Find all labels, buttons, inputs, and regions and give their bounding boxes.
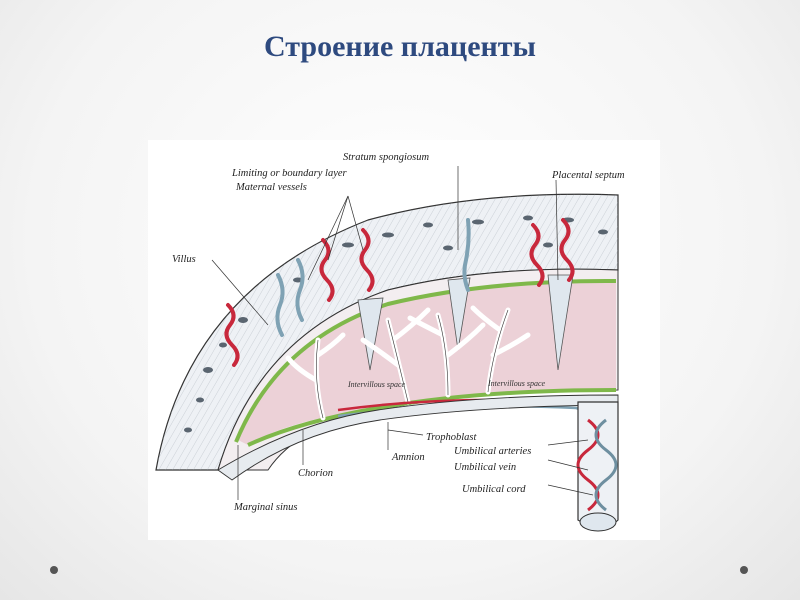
villous-outlines	[316, 309, 509, 419]
slide-title: Строение плаценты	[264, 30, 536, 63]
label-umbilical-arteries: Umbilical arteries	[454, 446, 531, 457]
maternal-veins	[275, 218, 471, 337]
label-amnion: Amnion	[391, 452, 425, 463]
label-umbilical-cord: Umbilical cord	[462, 484, 526, 495]
label-marginal-sinus: Marginal sinus	[233, 502, 298, 513]
cord-vein	[594, 418, 618, 512]
label-trophoblast: Trophoblast	[426, 432, 477, 443]
prev-slide-dot-icon[interactable]	[50, 566, 58, 574]
maternal-arteries	[224, 218, 575, 367]
cord-cross-section	[579, 512, 617, 532]
placenta-illustration: Stratum spongiosum Limiting or boundary …	[148, 140, 660, 540]
label-villus: Villus	[172, 254, 196, 265]
intervillous-space	[238, 281, 616, 445]
label-maternal-vessels: Maternal vessels	[235, 182, 307, 193]
label-intervillous-space-1: Intervillous space	[347, 380, 406, 389]
label-intervillous-space-2: Intervillous space	[487, 379, 546, 388]
label-stratum-spongiosum: Stratum spongiosum	[343, 152, 429, 163]
placental-septa	[357, 274, 574, 371]
label-limiting-layer: Limiting or boundary layer	[231, 168, 348, 179]
label-umbilical-vein: Umbilical vein	[454, 462, 516, 473]
placenta-diagram: Stratum spongiosum Limiting or boundary …	[148, 140, 660, 540]
next-slide-dot-icon[interactable]	[740, 566, 748, 574]
leader-lines	[211, 166, 594, 500]
label-placental-septum: Placental septum	[551, 170, 625, 181]
umbilical-cord-body	[577, 401, 619, 529]
decidua-texture	[156, 194, 618, 470]
cord-arteries	[576, 418, 600, 512]
label-chorion: Chorion	[298, 468, 333, 479]
decidua-cells	[184, 215, 608, 433]
chorion-band	[247, 388, 617, 447]
